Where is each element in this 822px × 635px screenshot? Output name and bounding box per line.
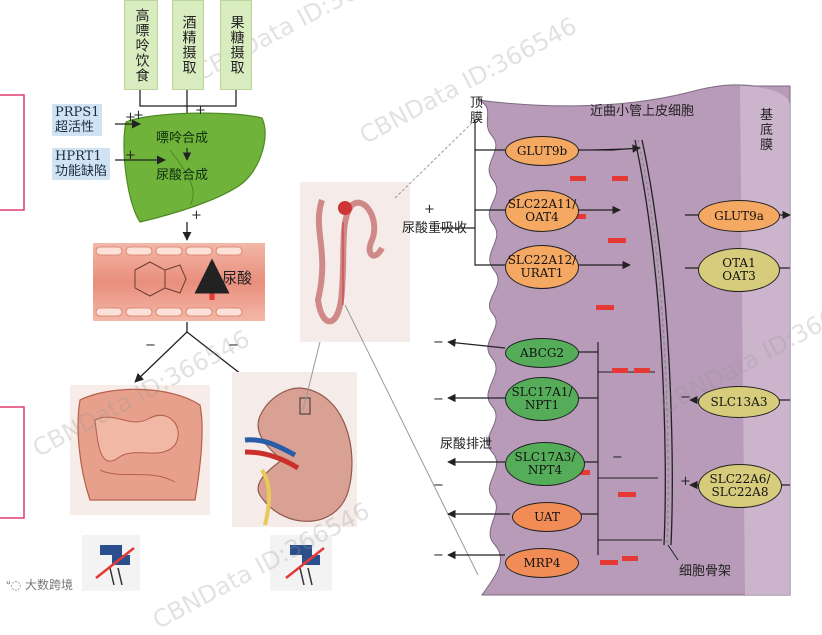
vessel-cells [95,246,243,317]
transporter-abcg2: ABCG2 [505,338,579,368]
minus-sign-inner: − [612,450,623,465]
cell-title: 近曲小管上皮细胞 [590,104,695,119]
minus-sign-mrp4: − [433,548,444,563]
plus-sign-intake-left: + [133,108,144,123]
plus-sign-prps1: + [125,110,136,125]
faucet-icon-left [82,535,140,591]
intake-alcohol: 酒精摄取 [172,0,204,90]
hprt1-box: HPRT1 功能缺陷 [52,148,111,180]
kidney-zoom-line [302,341,321,411]
red-markers [570,176,650,565]
minus-sign-basal: − [680,390,691,405]
transporter-glut9a: GLUT9a [698,200,780,232]
basal-membrane-label: 基 底 膜 [760,108,774,153]
brand-logo-icon: ᐡ◌ [6,578,25,592]
faucet-icon-right [270,535,332,591]
transporter-oat1-oat3: OTA1 OAT3 [698,248,780,292]
zoom-line-top [394,119,476,199]
transporter-uat: UAT [512,502,582,532]
intestine-illustration [70,385,210,515]
minus-sign-kidney: − [228,338,239,353]
transporter-slc13a3: SLC13A3 [698,386,780,418]
transporter-npt1: SLC17A1/ NPT1 [505,377,579,421]
side-bracket-bottom [0,406,25,519]
glut9b-arrow [575,144,641,153]
footer-brand: ᐡ◌ 大数跨境 [6,578,73,592]
minus-sign-gut: − [145,338,156,353]
minus-sign-abcg2: − [433,335,444,350]
plus-sign-reabsorb: + [424,202,435,217]
plus-sign-liver: + [191,208,202,223]
transporter-slc22a6-slc22a8: SLC22A6/ SLC22A8 [698,464,782,508]
intake-high-purine: 高嘌呤饮食 [124,0,158,90]
plus-sign-hprt1: + [125,148,136,163]
reabsorption-label: 尿酸重吸收 [402,221,468,236]
zoom-line-bottom [344,304,479,576]
transporter-npt4: SLC17A3/ NPT4 [505,442,585,486]
plus-sign-basal: + [680,474,691,489]
side-bracket-top [0,94,25,211]
minus-sign-npt1: − [433,392,444,407]
liver-purine-synthesis: 嘌呤合成 [156,131,209,146]
abcg2-arrow [447,338,506,349]
cytoskeleton-pointer [667,544,679,561]
transporter-oat4: SLC22A11/ OAT4 [505,190,579,232]
liver-urate-synthesis: 尿酸合成 [156,168,209,183]
excrete-ticks [578,351,598,515]
uric-acid-molecule-icon [134,261,187,297]
minus-sign-npt4: − [433,478,444,493]
intake-fructose: 果糖摄取 [220,0,252,90]
apical-membrane-label: 顶 膜 [470,96,484,126]
excretion-label: 尿酸排泄 [440,437,493,452]
reabsorb-bracket [474,120,505,266]
cytoskeleton-label: 细胞骨架 [679,564,732,579]
plus-sign-intake-right: + [195,103,206,118]
kidney-illustration [232,372,357,527]
intake-merge-line [139,90,237,107]
liver-shape [123,112,266,223]
transporter-mrp4: MRP4 [505,548,579,578]
transporter-urat1: SLC22A12/ URAT1 [505,245,579,289]
liver-vessel [169,149,194,206]
nephron-illustration [300,182,410,342]
blood-uric-acid-label: 尿酸 [222,269,253,287]
transporter-glut9b: GLUT9b [505,136,579,166]
prps1-box: PRPS1 超活性 [52,104,103,136]
cytoskeleton [634,139,673,546]
